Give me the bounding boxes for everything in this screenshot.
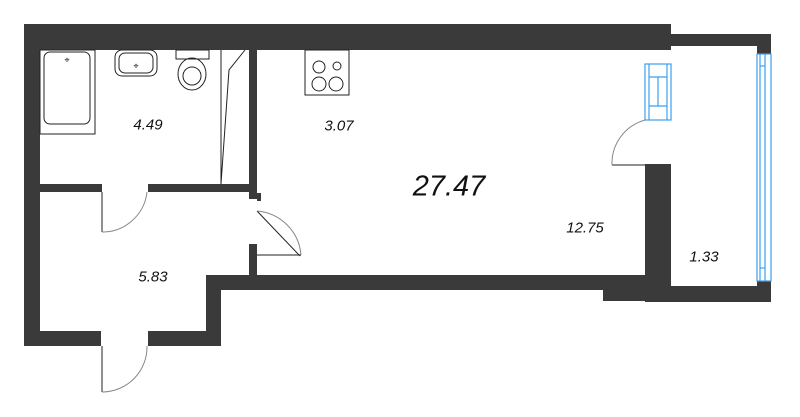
toilet [175, 49, 210, 91]
door-balcony [611, 119, 646, 166]
room-area-bathroom: 4.49 [133, 116, 163, 134]
room-area-living: 12.75 [566, 219, 604, 237]
door-bathroom [101, 191, 148, 233]
room-area-hallway: 5.83 [138, 268, 168, 286]
cooktop [304, 49, 350, 96]
window [644, 63, 672, 121]
total-area: 27.47 [412, 170, 486, 203]
washbasin: ⌖ [114, 49, 158, 77]
room-area-kitchen: 3.07 [324, 117, 354, 135]
balcony-glazing [756, 53, 772, 282]
bathtub: ⌖ [39, 49, 96, 135]
room-area-balcony: 1.33 [689, 248, 719, 266]
svg-text:⌖: ⌖ [64, 55, 69, 65]
walls [24, 24, 771, 346]
shower-screen [220, 49, 246, 185]
door-living [256, 210, 302, 257]
svg-text:⌖: ⌖ [133, 61, 138, 71]
door-entrance [101, 345, 148, 393]
